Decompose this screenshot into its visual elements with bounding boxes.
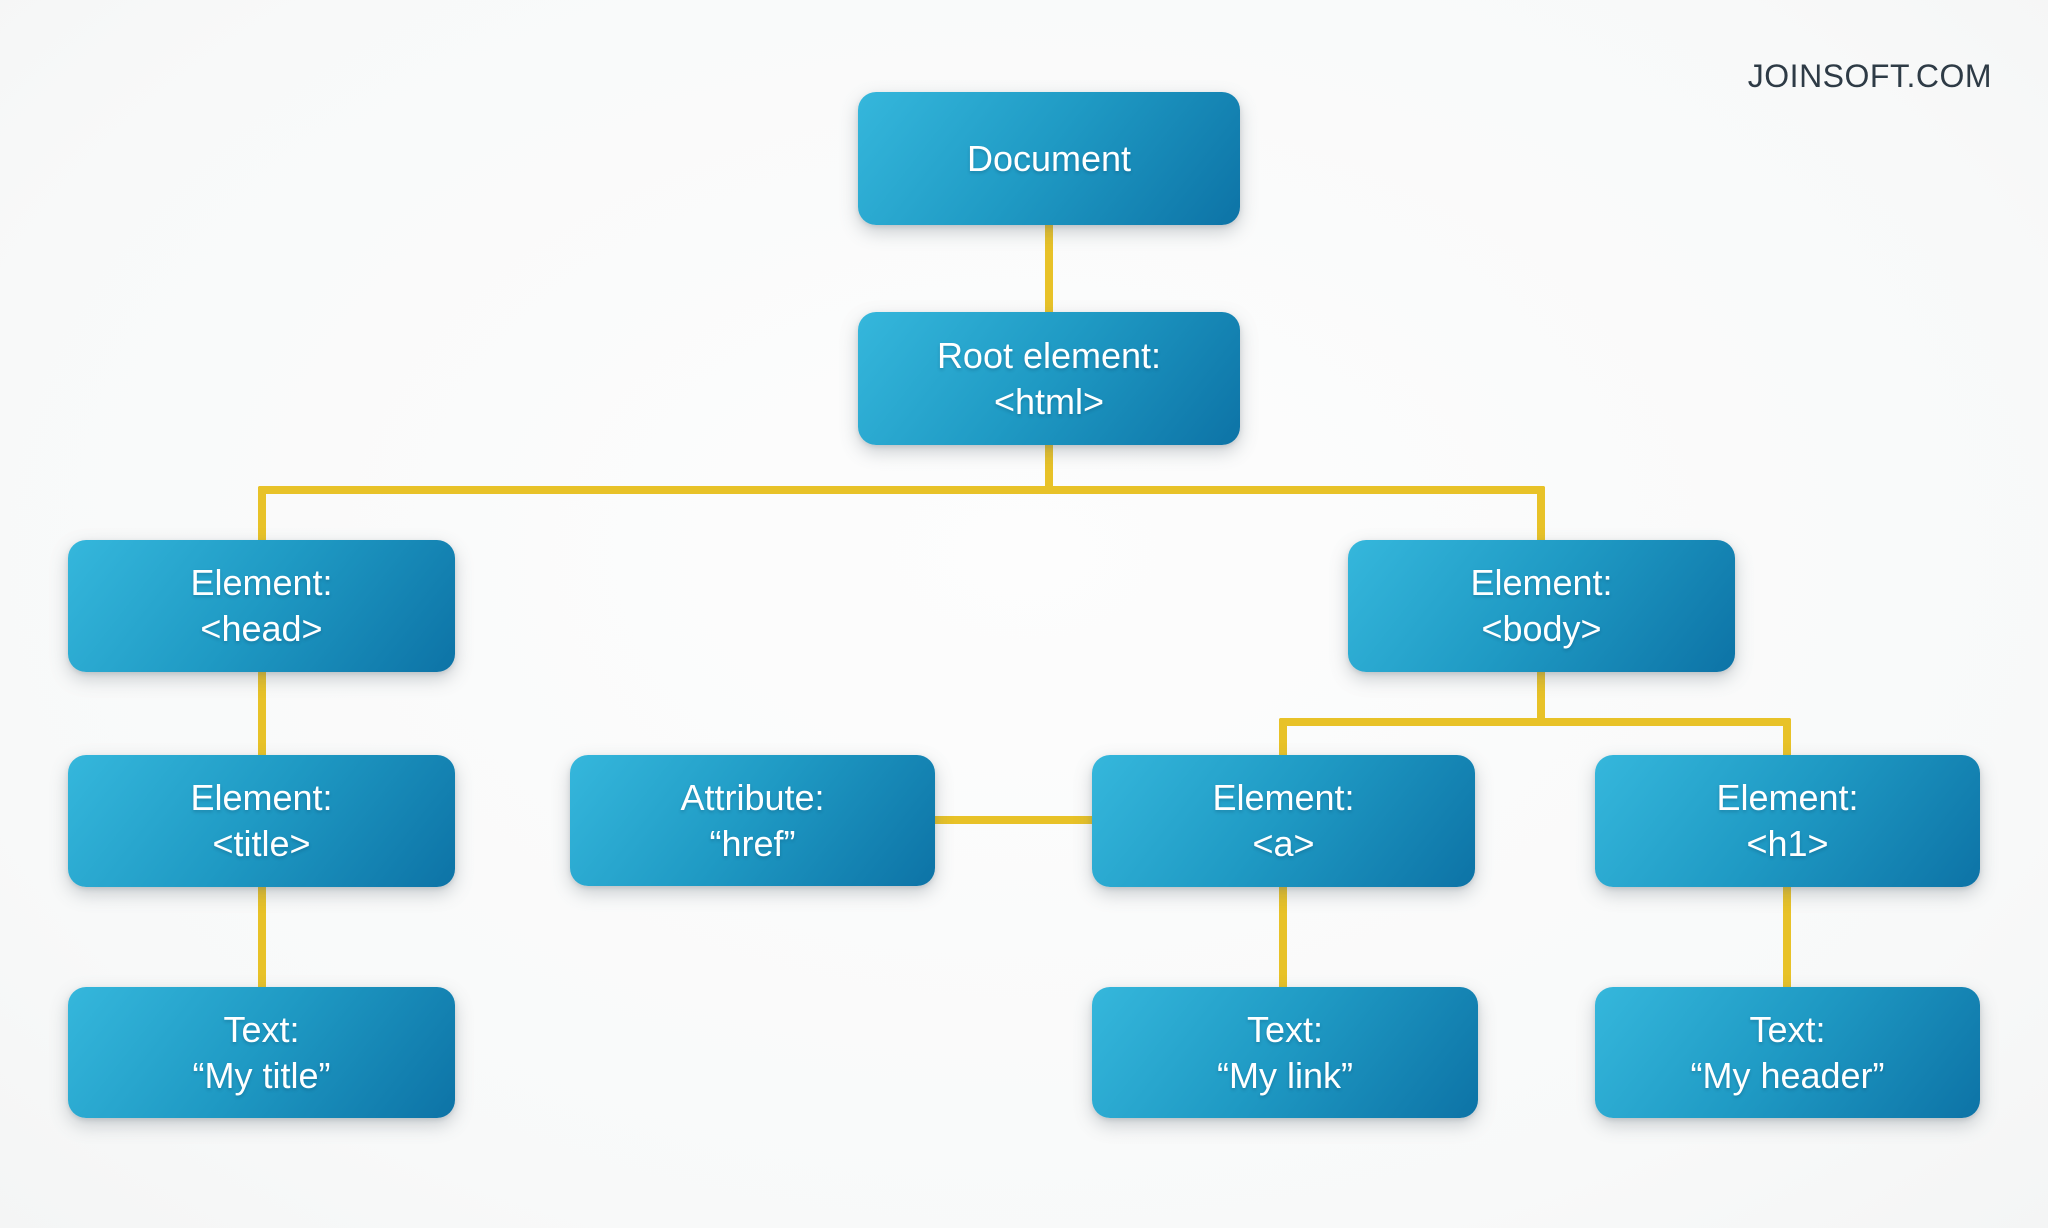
node-document-label: Document xyxy=(966,137,1132,179)
node-h1-label: Element: xyxy=(1716,777,1859,818)
node-head-sublabel: <head> xyxy=(200,608,323,649)
node-href-sublabel: “href” xyxy=(709,822,796,864)
node-a-sublabel: <a> xyxy=(1252,823,1315,864)
node-html-sublabel: <html> xyxy=(993,380,1105,422)
node-body-label: Element: xyxy=(1470,562,1613,603)
node-text-header-label: Text: xyxy=(1749,1008,1826,1050)
node-element-a: Element: <a> xyxy=(1092,755,1475,887)
node-body-sublabel: <body> xyxy=(1481,608,1602,649)
connector-head-stub xyxy=(258,486,266,544)
connector-html-children-bar xyxy=(258,486,1545,494)
node-document: Document xyxy=(858,92,1240,225)
node-href-label: Attribute: xyxy=(680,776,825,818)
node-head-label: Element: xyxy=(190,562,333,603)
connector-html-down xyxy=(1045,442,1053,494)
node-text-title-sublabel: “My title” xyxy=(192,1054,331,1096)
watermark-joinsoft: JOINSOFT.COM xyxy=(1747,58,1992,94)
connector-head-title xyxy=(258,668,266,759)
node-text-my-link: Text: “My link” xyxy=(1092,987,1478,1118)
node-element-title: Element: <title> xyxy=(68,755,455,887)
connector-href-a xyxy=(930,816,1096,824)
connector-title-text xyxy=(258,884,266,991)
node-text-my-header: Text: “My header” xyxy=(1595,987,1980,1118)
connector-a-stub xyxy=(1279,718,1287,759)
node-h1-sublabel: <h1> xyxy=(1746,823,1829,864)
connector-h1-stub xyxy=(1783,718,1791,759)
node-text-title-label: Text: xyxy=(223,1008,300,1050)
node-text-link-sublabel: “My link” xyxy=(1217,1054,1353,1096)
node-root-element-html: Root element: <html> xyxy=(858,312,1240,445)
node-title-label: Element: xyxy=(190,777,333,818)
node-text-my-title: Text: “My title” xyxy=(68,987,455,1118)
connector-document-html xyxy=(1045,222,1053,316)
node-element-body: Element: <body> xyxy=(1348,540,1735,672)
node-element-h1: Element: <h1> xyxy=(1595,755,1980,887)
connector-body-stub xyxy=(1537,486,1545,544)
connector-body-down xyxy=(1537,668,1545,726)
node-html-label: Root element: xyxy=(936,334,1162,376)
connector-h1-text xyxy=(1783,884,1791,991)
node-attribute-href: Attribute: “href” xyxy=(570,755,935,886)
connector-body-children-bar xyxy=(1279,718,1791,726)
connector-a-text xyxy=(1279,884,1287,991)
node-title-sublabel: <title> xyxy=(212,823,311,864)
node-text-header-sublabel: “My header” xyxy=(1690,1054,1885,1096)
node-text-link-label: Text: xyxy=(1246,1008,1324,1050)
node-element-head: Element: <head> xyxy=(68,540,455,672)
node-a-label: Element: xyxy=(1212,777,1355,818)
